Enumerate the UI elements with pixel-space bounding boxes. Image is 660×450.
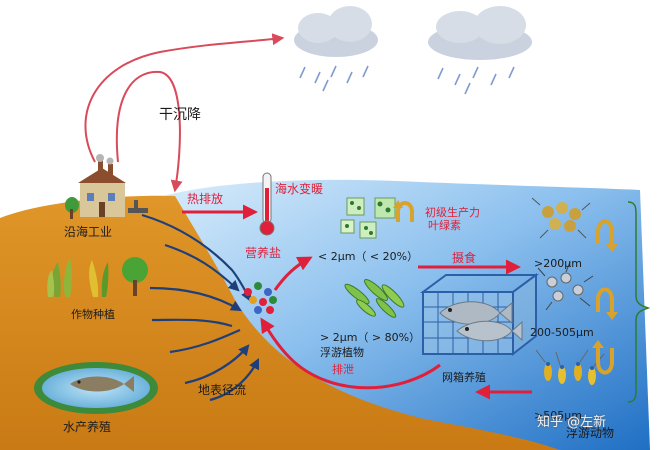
pond-icon — [34, 362, 158, 414]
zooplankton-icon — [535, 349, 605, 385]
large-phytoplankton-icon — [344, 279, 405, 318]
coastal-industry-label: 沿海工业 — [64, 225, 113, 239]
crop-planting-label: 作物种植 — [71, 308, 115, 321]
size-200-label: >200μm — [534, 257, 582, 270]
chlorophyll-label: 叶绿素 — [428, 219, 461, 232]
dry-deposition-arrow — [115, 70, 183, 193]
cloud-icon — [294, 6, 378, 57]
crop-icon — [47, 258, 72, 297]
nutrients-label: 营养盐 — [245, 246, 282, 260]
zooplankton-icon — [531, 197, 591, 239]
vertical-migration-arrows — [596, 219, 614, 375]
excretion-arrow — [260, 317, 441, 390]
zooplankton-bracket — [627, 201, 651, 403]
tree-icon — [122, 257, 148, 296]
phytoplankton-label: 浮游植物 — [320, 346, 364, 359]
fish-icon — [439, 301, 523, 342]
seawater-warming-label: 海水变暖 — [275, 182, 324, 196]
grazing-label: 摄食 — [452, 251, 477, 265]
zooplankton-label: 浮游动物 — [566, 426, 615, 440]
crop-icon — [89, 260, 109, 297]
primary-productivity-label: 初级生产力 — [425, 206, 480, 219]
emission-arrow — [84, 33, 285, 163]
large-phytoplankton-size-label: > 2μm（ > 80%） — [320, 331, 421, 344]
small-phytoplankton-size-label: < 2μm（ < 20%） — [318, 250, 419, 263]
aquaculture-label: 水产养殖 — [63, 420, 112, 434]
dry-deposition-label: 干沉降 — [159, 107, 201, 123]
small-phytoplankton-icon — [340, 197, 396, 239]
thermometer-icon — [259, 172, 275, 236]
runoff-arrows — [141, 213, 259, 402]
vertical-migration-arrowheads — [592, 244, 618, 348]
rain-icon — [299, 65, 369, 92]
nutrient-dots — [244, 282, 277, 314]
zooplankton-icon — [537, 261, 594, 311]
cage-culture-label: 网箱养殖 — [442, 371, 486, 384]
size-505-label: >505μm — [534, 409, 582, 422]
surface-runoff-label: 地表径流 — [198, 383, 247, 397]
factory-icon — [65, 154, 126, 219]
heat-discharge-label: 热排放 — [187, 192, 224, 206]
watermark: 知乎 @左新 — [537, 415, 607, 430]
nutrient-uptake-arrow — [273, 256, 313, 291]
productivity-up-arrow — [393, 200, 414, 222]
pipe-outlet-icon — [128, 200, 148, 213]
rain-icon — [437, 66, 515, 95]
size-200-505-label: 200-505μm — [530, 326, 594, 339]
excretion-label: 排泄 — [332, 363, 354, 376]
cloud-icon — [428, 6, 532, 60]
